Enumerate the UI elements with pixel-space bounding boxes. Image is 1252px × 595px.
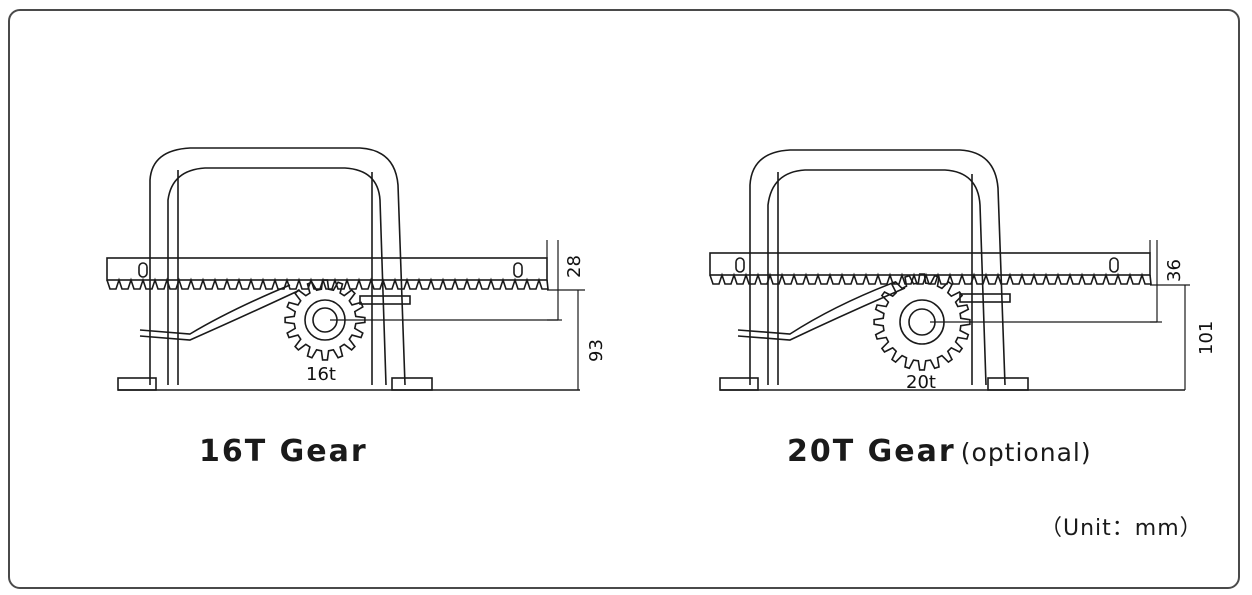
right-gear-label: 20t <box>906 372 936 393</box>
left-swing-arm <box>139 284 301 341</box>
right-caption-suffix: (optional) <box>960 438 1092 467</box>
left-rack-slot-left <box>138 262 148 278</box>
left-gear-teeth <box>284 279 366 361</box>
right-rack-slot-left <box>735 257 745 273</box>
right-base-plate <box>719 377 759 391</box>
left-motor-handle <box>149 147 406 386</box>
right-rack <box>709 252 1152 285</box>
unit-note: （Unit：mm） <box>1040 516 1203 541</box>
left-base-plate-right <box>391 377 433 391</box>
left-caption-title: 16T Gear <box>199 434 368 469</box>
right-motor-assembly <box>719 149 1185 391</box>
right-dimensions <box>930 240 1190 390</box>
right-rack-slot-right <box>1109 257 1119 273</box>
left-rack-slot-right <box>513 262 523 278</box>
right-gear-teeth <box>873 273 971 371</box>
right-height-dimension: 101 <box>1196 321 1217 355</box>
right-motor-handle <box>749 149 1006 386</box>
left-dimensions <box>330 240 585 390</box>
left-bracket <box>359 295 411 305</box>
left-rack-dimension: 28 <box>564 255 585 278</box>
right-base-plate-right <box>987 377 1029 391</box>
left-handle-inner <box>177 170 373 385</box>
left-height-dimension: 93 <box>586 339 607 362</box>
right-rack-dimension: 36 <box>1164 259 1185 282</box>
diagram-frame <box>8 9 1240 589</box>
left-motor-assembly <box>117 147 580 391</box>
right-rack-teeth <box>709 272 1152 285</box>
right-caption: 20T Gear (optional) <box>787 434 1092 469</box>
left-caption: 16T Gear <box>199 434 368 469</box>
left-rack-bar <box>106 257 548 281</box>
right-rack-bar <box>709 252 1151 276</box>
left-gear-label: 16t <box>306 364 336 385</box>
right-caption-title: 20T Gear <box>787 434 956 469</box>
